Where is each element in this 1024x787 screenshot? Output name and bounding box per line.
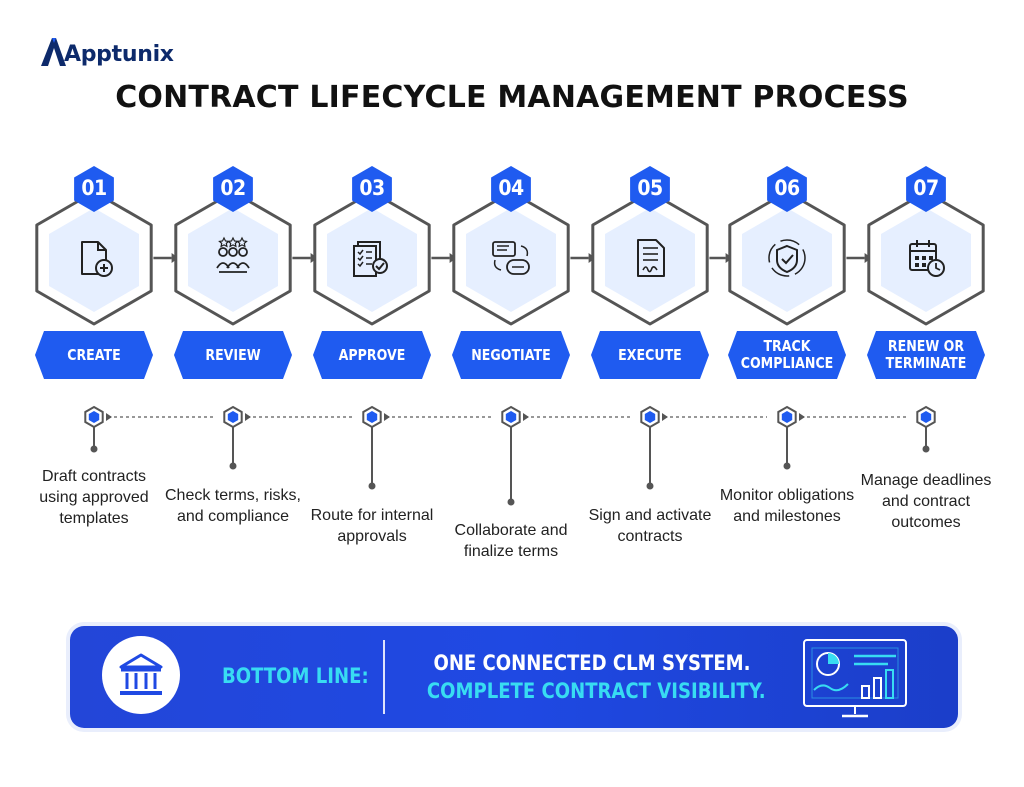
timeline-arrow: [662, 413, 668, 421]
step-description: Route for internal approvals: [310, 507, 434, 545]
step-5: [591, 166, 709, 490]
step-number: 01: [81, 176, 107, 200]
step-hexagon-fill: [605, 208, 695, 312]
step-description: Check terms, risks, and compliance: [164, 487, 301, 525]
timeline-stem-end: [229, 462, 237, 470]
step-hexagon-fill: [881, 208, 971, 312]
step-label: TRACK COMPLIANCE: [740, 337, 834, 372]
page-title: CONTRACT LIFECYCLE MANAGEMENT PROCESS: [115, 80, 909, 115]
brand-logo: Apptunix: [38, 28, 174, 68]
bottom-line-label: BOTTOM LINE:: [222, 664, 369, 688]
bank-badge: [102, 636, 180, 714]
timeline-stem-end: [90, 445, 98, 453]
step-hexagon: [728, 190, 846, 326]
timeline-node-core: [505, 411, 517, 423]
step-hexagon: [313, 190, 431, 326]
step-label: REVIEW: [205, 345, 261, 364]
timeline-arrow: [245, 413, 251, 421]
step-description: Sign and activate contracts: [588, 507, 712, 545]
step-6: [728, 166, 846, 470]
timeline-node: [501, 405, 521, 429]
step-hexagon: [452, 190, 570, 326]
step-number: 06: [774, 176, 800, 200]
brand-name: Apptunix: [64, 42, 174, 67]
timeline-node-core: [920, 411, 932, 423]
step-label: RENEW OR TERMINATE: [885, 337, 967, 372]
timeline-stem-end: [922, 445, 930, 453]
timeline-node: [362, 405, 382, 429]
step-3: [313, 166, 431, 490]
step-hexagon-fill: [188, 208, 278, 312]
analytics-monitor-icon: [803, 639, 907, 718]
timeline-node: [223, 405, 243, 429]
connector-arrowhead: [171, 253, 179, 263]
step-label: APPROVE: [338, 345, 406, 364]
step-description: Manage deadlines and contract outcomes: [860, 472, 992, 531]
checklist-approval-icon: [353, 241, 388, 277]
timeline-node: [84, 405, 104, 429]
step-1: [35, 166, 153, 453]
team-rating-icon: [216, 236, 250, 273]
connector-arrowhead: [864, 253, 872, 263]
timeline-arrow: [799, 413, 805, 421]
signed-document-icon: [637, 239, 665, 277]
step-number: 03: [359, 176, 385, 200]
step-7: [867, 166, 985, 453]
timeline-node-core: [644, 411, 656, 423]
shield-check-icon: [768, 239, 806, 277]
step-label: EXECUTE: [618, 345, 682, 364]
connector-arrowhead: [449, 253, 457, 263]
step-number: 04: [498, 176, 524, 200]
step-hexagon: [174, 190, 292, 326]
timeline-node-core: [227, 411, 239, 423]
timeline-node: [916, 405, 936, 429]
step-hexagon-fill: [742, 208, 832, 312]
bank-building-icon: [119, 653, 163, 695]
calendar-clock-icon: [909, 240, 945, 277]
step-hexagon: [35, 190, 153, 326]
timeline-stem-end: [646, 482, 654, 490]
step-hexagon: [867, 190, 985, 326]
step-2: [174, 166, 292, 470]
step-hexagon-fill: [466, 208, 556, 312]
apptunix-logo-icon: [41, 38, 66, 66]
timeline-arrow: [523, 413, 529, 421]
timeline-arrow: [106, 413, 112, 421]
bottom-line-statement-1: ONE CONNECTED CLM SYSTEM.: [433, 651, 751, 675]
step-label: CREATE: [67, 345, 121, 364]
timeline-node-core: [366, 411, 378, 423]
add-document-icon: [81, 241, 113, 277]
timeline-node-core: [88, 411, 100, 423]
timeline-node: [777, 405, 797, 429]
step-number: 07: [913, 176, 939, 200]
connector-arrowhead: [725, 253, 733, 263]
banner-divider: [383, 640, 385, 714]
step-description: Draft contracts using approved templates: [39, 468, 149, 527]
step-number: 05: [637, 176, 663, 200]
timeline-stem-end: [507, 498, 515, 506]
step-label: NEGOTIATE: [471, 345, 551, 364]
bottom-line-banner: BOTTOM LINE: ONE CONNECTED CLM SYSTEM. C…: [70, 626, 958, 728]
timeline-node-core: [781, 411, 793, 423]
bottom-line-statement-2: COMPLETE CONTRACT VISIBILITY.: [426, 679, 766, 703]
step-hexagon-fill: [49, 208, 139, 312]
step-hexagon-fill: [327, 208, 417, 312]
connector-arrowhead: [588, 253, 596, 263]
step-number: 02: [220, 176, 246, 200]
connector-arrowhead: [310, 253, 318, 263]
step-description: Monitor obligations and milestones: [719, 487, 855, 525]
timeline-arrow: [384, 413, 390, 421]
timeline-stem-end: [783, 462, 791, 470]
chat-exchange-icon: [492, 241, 530, 275]
timeline-stem-end: [368, 482, 376, 490]
timeline-node: [640, 405, 660, 429]
step-description: Collaborate and finalize terms: [454, 522, 568, 560]
step-hexagon: [591, 190, 709, 326]
